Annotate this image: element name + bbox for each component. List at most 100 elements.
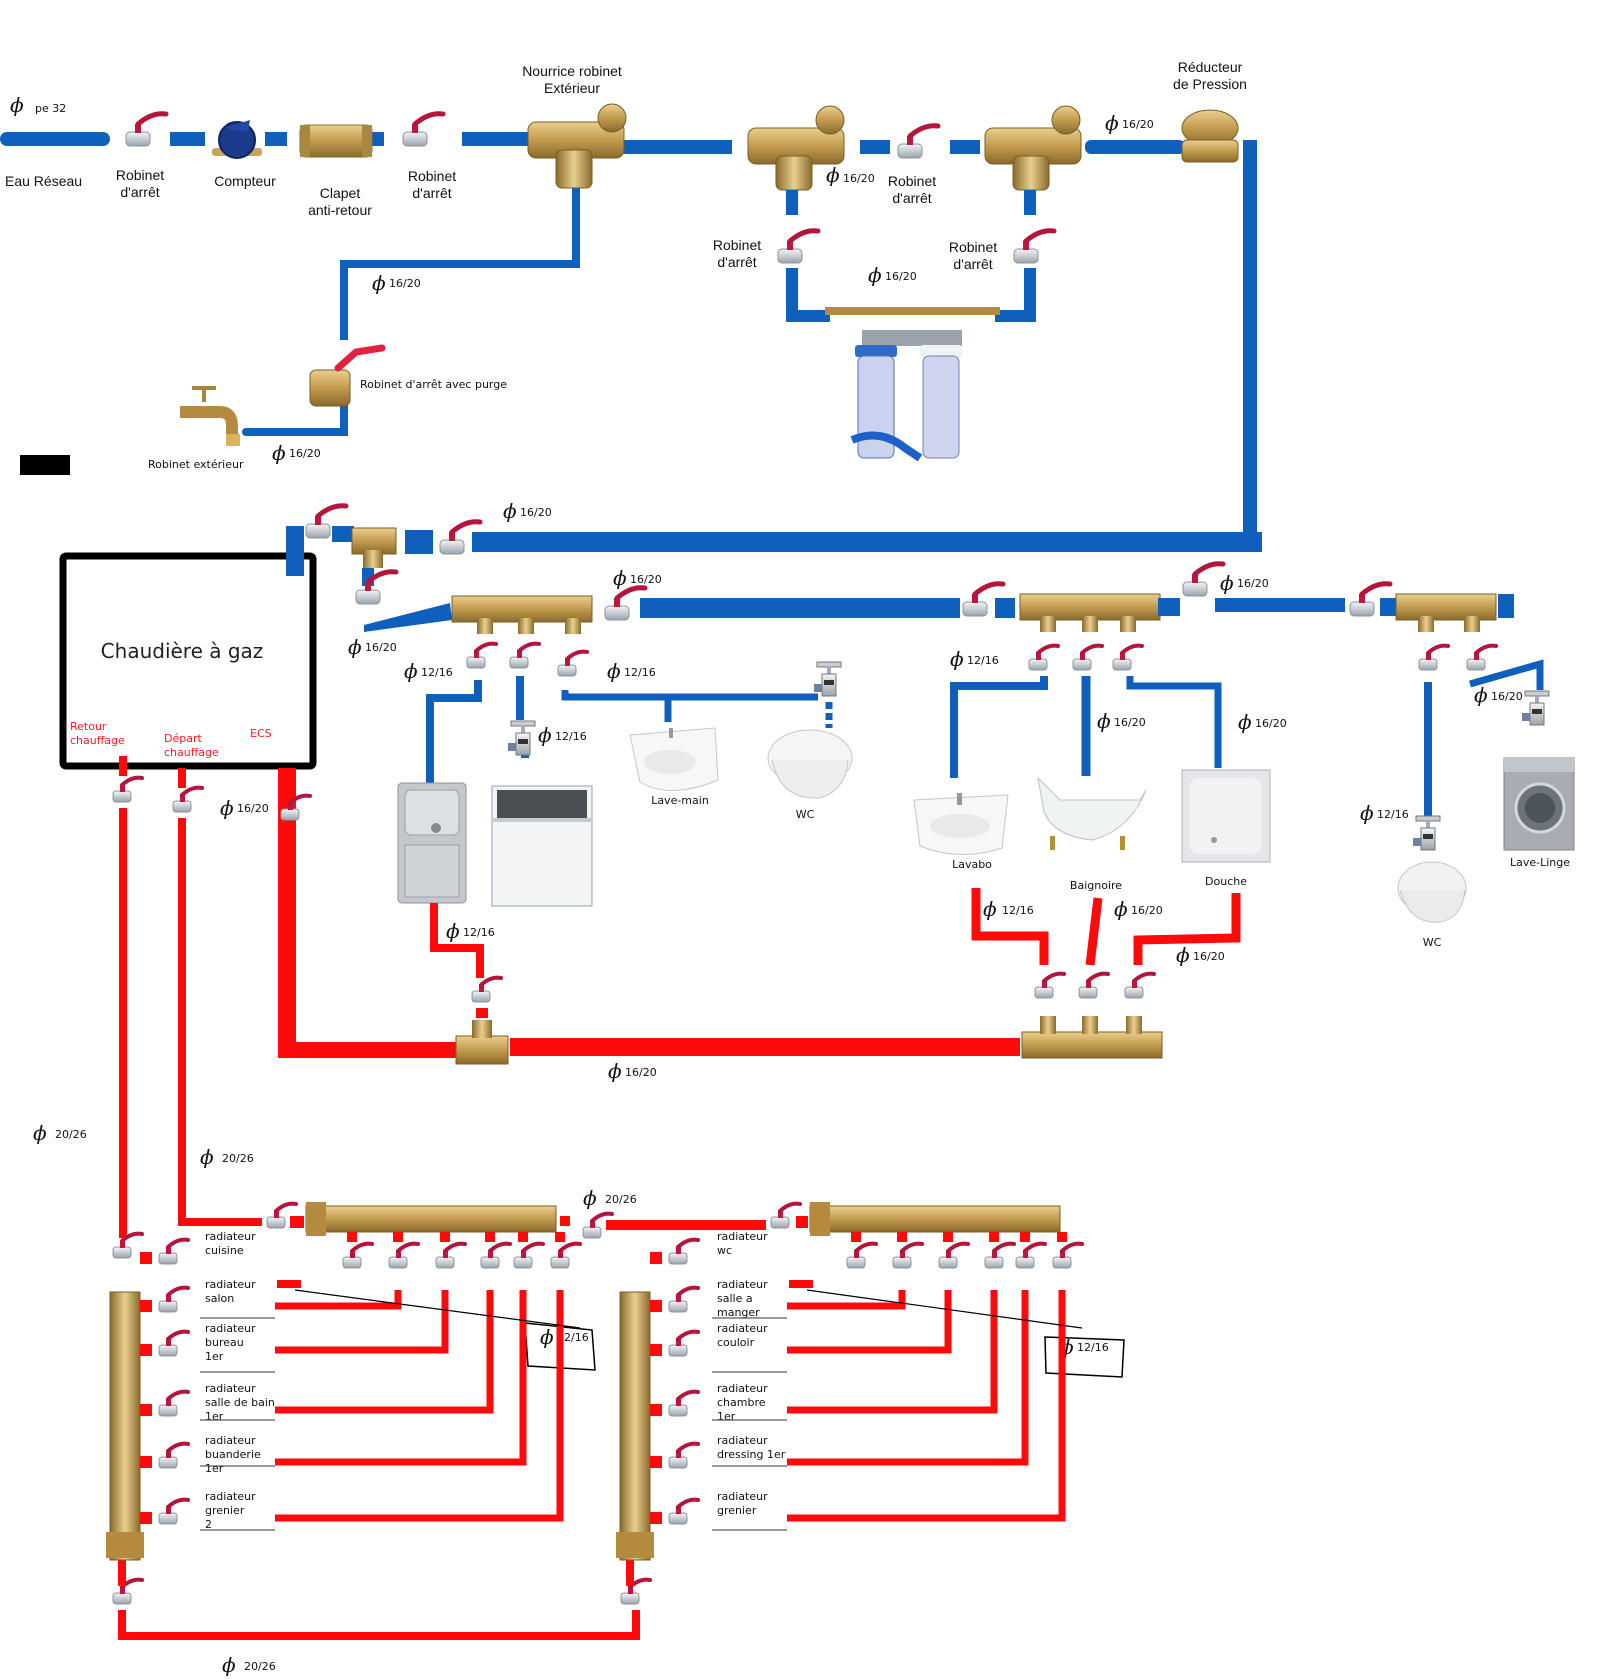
ball-valve-icon[interactable]: [1183, 564, 1223, 596]
radiator-label-line1: radiateur: [205, 1434, 256, 1447]
ball-valve-icon[interactable]: [512, 1241, 545, 1270]
brass-tee-icon: [984, 105, 1082, 191]
radiator-label-line3: 1er: [205, 1410, 224, 1423]
toilet-icon: [767, 729, 853, 799]
diameter-label: 12/16: [463, 926, 495, 939]
ball-valve-icon[interactable]: [605, 588, 645, 620]
ball-valve-icon[interactable]: [891, 1241, 924, 1270]
ball-valve-icon[interactable]: [667, 1285, 700, 1314]
ball-valve-icon[interactable]: [157, 1389, 190, 1418]
diameter-label: 16/20: [365, 641, 397, 654]
redaction-block: [20, 455, 70, 475]
ball-valve-icon[interactable]: [983, 1241, 1016, 1270]
supply-line: ϕ pe 32 Eau Réseau Robinet d'arrêt Compt…: [0, 59, 1257, 545]
ball-valve-icon[interactable]: [1071, 643, 1104, 672]
ball-valve-icon[interactable]: [157, 1329, 190, 1358]
diameter-label: 16/20: [1237, 577, 1269, 590]
water-filter-icon: [825, 307, 1000, 462]
ball-valve-icon[interactable]: [1014, 231, 1054, 263]
ball-valve-icon[interactable]: [1111, 643, 1144, 672]
ball-valve-icon[interactable]: [667, 1441, 700, 1470]
radiator-supply-pipe: [275, 1290, 494, 1414]
ball-valve-icon[interactable]: [1014, 1241, 1047, 1270]
ball-valve-icon[interactable]: [898, 126, 938, 158]
ball-valve-icon[interactable]: [341, 1241, 374, 1270]
ball-valve-icon[interactable]: [111, 1231, 144, 1260]
ball-valve-icon[interactable]: [157, 1441, 190, 1470]
ball-valve-icon[interactable]: [157, 1497, 190, 1526]
outdoor-branch: ϕ 16/20 Robinet d'arrêt avec purge Robin…: [20, 188, 580, 475]
diameter-label: 12/16: [557, 1331, 589, 1344]
angle-valve-icon[interactable]: [1412, 815, 1441, 851]
ball-valve-icon[interactable]: [470, 975, 503, 1004]
angle-valve-icon[interactable]: [507, 720, 536, 756]
ball-valve-icon[interactable]: [111, 1577, 144, 1606]
ball-valve-icon[interactable]: [1051, 1241, 1084, 1270]
reducer-label-line2: de Pression: [1173, 76, 1247, 92]
ball-valve-icon[interactable]: [769, 1201, 802, 1230]
brass-tee-icon: [747, 105, 845, 191]
pipe-stub: [440, 1232, 450, 1242]
ball-valve-icon[interactable]: [667, 1497, 700, 1526]
outdoor-tap-icon[interactable]: [180, 386, 240, 446]
wc-label: WC: [1423, 936, 1442, 949]
ball-valve-icon[interactable]: [111, 775, 144, 804]
radiator-label-line1: radiateur: [717, 1382, 768, 1395]
ball-valve-icon[interactable]: [387, 1241, 420, 1270]
ball-valve-icon[interactable]: [1465, 643, 1498, 672]
radiator-label-line2: bureau: [205, 1336, 244, 1349]
source-label: Eau Réseau: [5, 173, 82, 189]
ball-valve-icon[interactable]: [1033, 971, 1066, 1000]
ball-valve-icon[interactable]: [1417, 643, 1450, 672]
ball-valve-icon[interactable]: [434, 1241, 467, 1270]
pipe-stub: [650, 1512, 662, 1524]
ball-valve-icon[interactable]: [1027, 643, 1060, 672]
pipe-stub: [140, 1300, 152, 1312]
ball-valve-icon[interactable]: [937, 1241, 970, 1270]
ball-valve-icon[interactable]: [778, 231, 818, 263]
pipe-segment: [170, 132, 205, 146]
radiator-label-line1: radiateur: [717, 1230, 768, 1243]
ball-valve-icon[interactable]: [508, 641, 541, 670]
brass-tee-icon: [455, 1020, 509, 1065]
ball-valve-icon[interactable]: [157, 1237, 190, 1266]
purge-valve-icon[interactable]: [309, 344, 386, 407]
cold-distribution: ϕ 16/20 ϕ 16/20 ϕ 16/20 ϕ 12/16: [286, 499, 1575, 949]
diameter-label: 16/20: [289, 447, 321, 460]
ball-valve-icon[interactable]: [667, 1389, 700, 1418]
pipe-stub: [347, 1232, 357, 1242]
ball-valve-icon[interactable]: [556, 649, 589, 678]
diameter-label: 16/20: [1114, 716, 1146, 729]
ball-valve-icon[interactable]: [479, 1241, 512, 1270]
ball-valve-icon[interactable]: [1123, 971, 1156, 1000]
ball-valve-icon[interactable]: [465, 641, 498, 670]
ball-valve-icon[interactable]: [667, 1237, 700, 1266]
diameter-label: 16/20: [1122, 118, 1154, 131]
ball-valve-icon[interactable]: [126, 114, 166, 146]
ball-valve-icon[interactable]: [845, 1241, 878, 1270]
kitchen-sink-icon: [397, 782, 467, 904]
ball-valve-icon[interactable]: [1077, 971, 1110, 1000]
angle-valve-icon[interactable]: [813, 661, 842, 697]
diameter-label: 16/20: [885, 270, 917, 283]
ball-valve-icon[interactable]: [619, 1577, 652, 1606]
diameter-label: 16/20: [1193, 950, 1225, 963]
ball-valve-icon[interactable]: [403, 114, 443, 146]
pipe-stub: [897, 1232, 907, 1242]
radiator-label-line2: grenier: [205, 1504, 245, 1517]
diameter-symbol: ϕ: [826, 163, 840, 187]
ball-valve-icon[interactable]: [667, 1329, 700, 1358]
shower-tray-icon: [1181, 769, 1271, 863]
pipe-stub: [943, 1232, 953, 1242]
diameter-symbol: ϕ: [1474, 683, 1488, 707]
angle-valve-icon[interactable]: [1521, 690, 1550, 726]
ball-valve-icon[interactable]: [157, 1285, 190, 1314]
ball-valve-icon[interactable]: [171, 785, 204, 814]
diameter-label: 16/20: [520, 506, 552, 519]
dimension-line: [294, 1289, 581, 1329]
diameter-symbol: ϕ: [613, 566, 627, 590]
ball-valve-icon[interactable]: [549, 1241, 582, 1270]
pipe-stub: [140, 1344, 152, 1356]
